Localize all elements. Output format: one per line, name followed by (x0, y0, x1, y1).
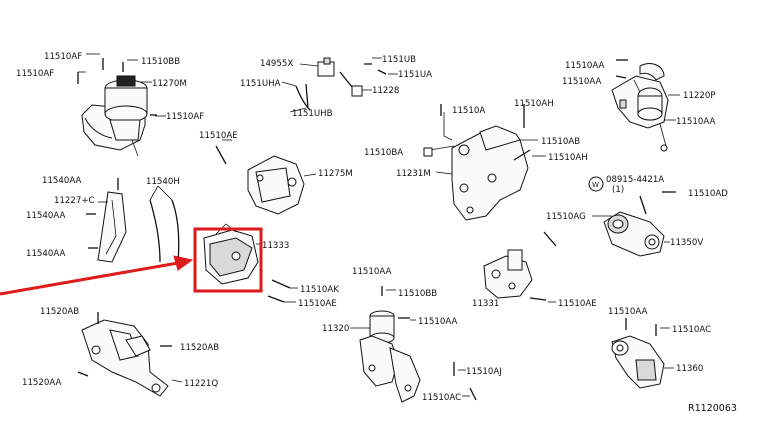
label-11540AA: 11540AA (42, 176, 81, 186)
label-11510AF: 11510AF (166, 112, 204, 122)
label-11520AB: 11520AB (40, 307, 79, 317)
label-11510AF: 11510AF (16, 69, 54, 79)
label-11510AF: 11510AF (44, 52, 82, 62)
label-11510AC: 11510AC (422, 393, 461, 403)
part-11540H[interactable] (86, 178, 180, 263)
part-11320[interactable] (350, 286, 477, 403)
label-11510AE: 11510AE (199, 131, 238, 141)
label-11510AE: 11510AE (558, 299, 597, 309)
label-11228: 11228 (372, 86, 399, 96)
label-11360: 11360 (676, 364, 703, 374)
label-11320: 11320 (322, 324, 349, 334)
bolt-group-11333 (267, 279, 298, 303)
label-08915-qty: (1) (612, 185, 624, 195)
part-11231M[interactable] (423, 104, 546, 221)
part-11350V[interactable] (592, 191, 676, 257)
label-11510AA: 11510AA (565, 61, 604, 71)
label-11221Q: 11221Q (184, 379, 218, 389)
label-11350V: 11350V (670, 238, 703, 248)
label-14955X: 14955X (260, 59, 293, 69)
label-11540AA: 11540AA (26, 211, 65, 221)
label-11510BB: 11510BB (141, 57, 180, 67)
label-08915-4421A: 08915-4421A (606, 175, 664, 185)
label-11510AC: 11510AC (672, 325, 711, 335)
callout-labels: 11510AF 11510BB 11510AF 11270M 11510AF 1… (16, 52, 737, 414)
label-11510AB: 11510AB (541, 137, 580, 147)
label-11520AA: 11520AA (22, 378, 61, 388)
label-11331: 11331 (472, 299, 499, 309)
label-1151UHA: 1151UHA (240, 79, 281, 89)
label-11520AB: 11520AB (180, 343, 219, 353)
washer-icon-08915 (588, 176, 604, 192)
label-11510AD: 11510AD (688, 189, 728, 199)
label-11510AA: 11510AA (418, 317, 457, 327)
label-11510A: 11510A (452, 106, 485, 116)
label-11231M: 11231M (396, 169, 431, 179)
part-11333-highlighted[interactable] (193, 223, 263, 293)
label-11333: 11333 (262, 241, 289, 251)
label-11275M: 11275M (318, 169, 353, 179)
badge-08915: W (592, 181, 599, 189)
label-11510AA: 11510AA (352, 267, 391, 277)
label-1151UB: 1151UB (382, 55, 416, 65)
label-11510AH: 11510AH (514, 99, 554, 109)
label-11540AA: 11540AA (26, 249, 65, 259)
label-11510AA: 11510AA (676, 117, 715, 127)
label-11540H: 11540H (146, 177, 180, 187)
reference-code: R1120063 (688, 403, 737, 414)
label-11510AJ: 11510AJ (466, 367, 502, 377)
label-11220P: 11220P (683, 91, 716, 101)
part-11221Q[interactable] (77, 312, 183, 397)
part-11331[interactable] (483, 231, 557, 303)
label-11510AA: 11510AA (608, 307, 647, 317)
part-11270M[interactable] (81, 75, 148, 157)
bolt-group-11270M (77, 53, 166, 117)
label-11510AG: 11510AG (546, 212, 586, 222)
highlight-arrow (0, 255, 194, 296)
part-11220P[interactable] (611, 59, 680, 152)
part-11275M[interactable] (215, 139, 317, 215)
label-11510BA: 11510BA (364, 148, 403, 158)
label-11510AK: 11510AK (300, 285, 339, 295)
label-11510AH: 11510AH (548, 153, 588, 163)
part-11360[interactable] (611, 318, 674, 389)
label-11510AE: 11510AE (298, 299, 337, 309)
label-11510AA: 11510AA (562, 77, 601, 87)
highlight-box (193, 227, 263, 293)
label-11227C: 11227+C (54, 196, 95, 206)
label-11270M: 11270M (152, 79, 187, 89)
label-1151UHB: 1151UHB (292, 109, 333, 119)
label-1151UA: 1151UA (398, 70, 432, 80)
label-11510BB: 11510BB (398, 289, 437, 299)
part-14955X[interactable] (281, 57, 398, 113)
